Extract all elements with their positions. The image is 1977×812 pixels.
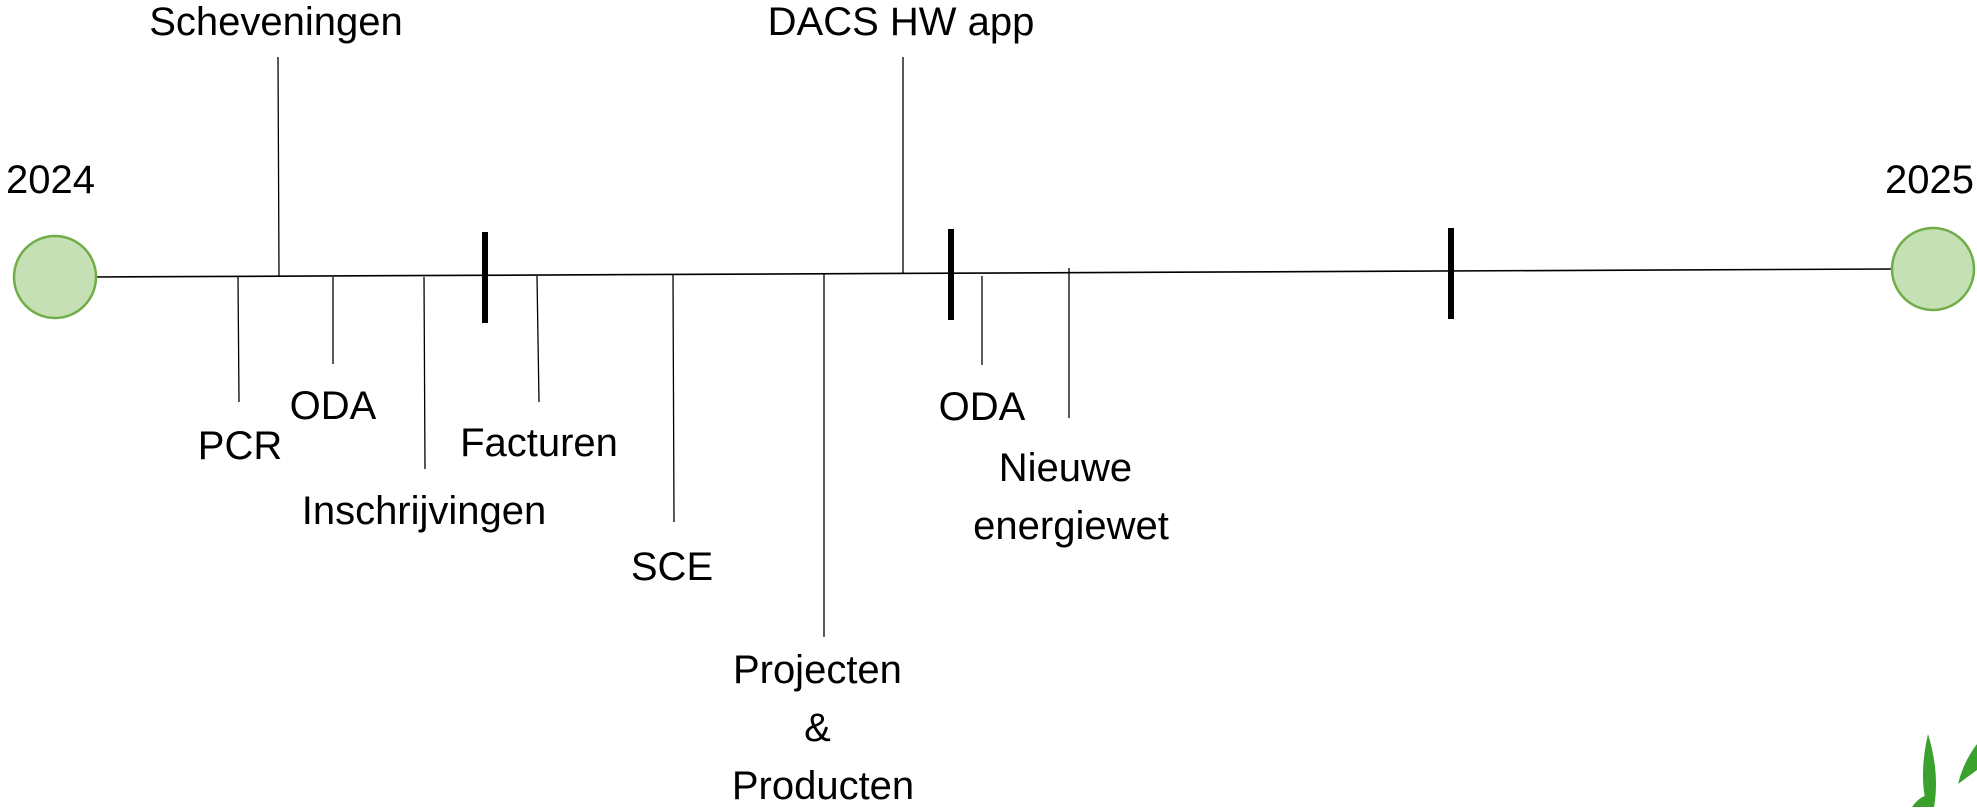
event-leader-pcr	[237, 276, 240, 403]
event-label-scheveningen: Scheveningen	[149, 0, 403, 44]
event-leader-inschrijvingen	[423, 276, 426, 470]
event-label-nieuwe-line-1: Nieuwe	[999, 446, 1132, 490]
event-label-inschrijvingen: Inschrijvingen	[302, 489, 547, 533]
timeline-axis	[94, 268, 1894, 278]
event-label-dacs-hw-app: DACS HW app	[768, 0, 1035, 44]
event-label-projecten-producten: Projecten & Producten	[732, 648, 914, 807]
event-label-projecten-line-3: Producten	[732, 764, 914, 807]
end-year-label: 2025	[1885, 158, 1974, 202]
plant-sprout-icon	[1912, 734, 1977, 807]
start-year-label: 2024	[6, 158, 95, 202]
event-leader-facturen	[536, 275, 540, 403]
event-label-oda-1: ODA	[290, 384, 377, 428]
event-leader-scheveningen	[277, 56, 280, 277]
event-label-projecten-line-1: Projecten	[733, 648, 902, 692]
event-leader-sce	[672, 274, 675, 523]
end-marker	[1890, 226, 1976, 312]
event-label-nieuwe-energiewet: Nieuwe energiewet	[973, 446, 1169, 548]
event-label-facturen: Facturen	[460, 421, 618, 465]
event-label-nieuwe-line-2: energiewet	[973, 504, 1169, 548]
event-label-sce: SCE	[631, 545, 713, 589]
start-marker	[12, 234, 98, 320]
event-label-projecten-line-2: &	[804, 706, 831, 750]
event-label-oda-2: ODA	[939, 385, 1026, 429]
event-label-pcr: PCR	[198, 424, 282, 468]
